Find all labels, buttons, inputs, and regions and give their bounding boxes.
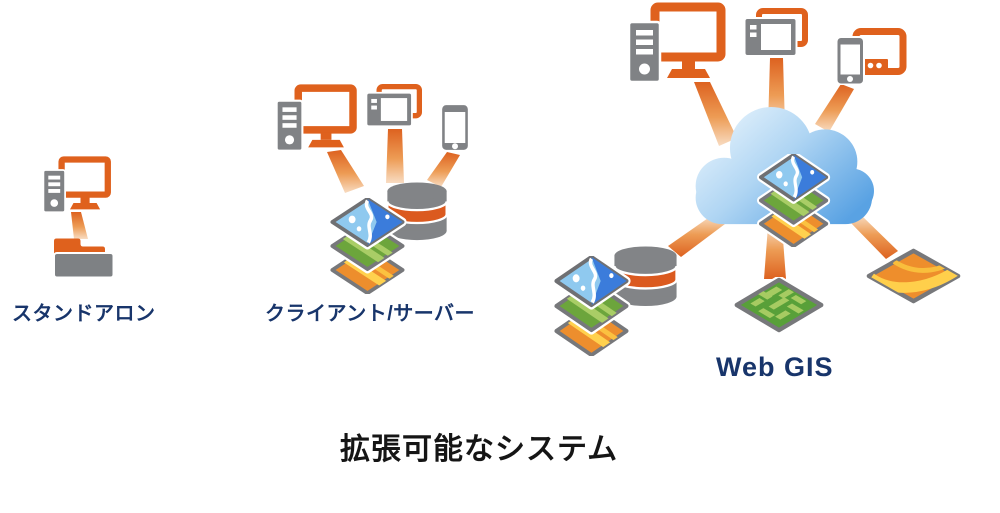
standalone-group [43, 160, 115, 279]
data-beam [815, 84, 854, 132]
data-beam [71, 212, 88, 239]
folder-icon [53, 237, 115, 279]
map-layers-icon [761, 155, 827, 246]
smartphone-icon [441, 104, 469, 151]
data-beam [327, 150, 364, 193]
client-server-group [277, 87, 469, 294]
map-tile-orange-icon [869, 251, 958, 301]
web-gis-label: Web GIS [716, 352, 834, 382]
data-beam [694, 82, 737, 146]
standalone-label: スタンドアロン [12, 303, 156, 325]
desktop-computer-icon [277, 88, 353, 150]
data-beam [849, 215, 898, 259]
smartphone-laptop-icon [837, 32, 904, 85]
desktop-computer-icon [43, 160, 107, 213]
desktop-computer-icon [629, 7, 721, 82]
web-gis-group [556, 7, 958, 355]
data-beam [427, 152, 460, 187]
data-beam [668, 216, 725, 257]
database-icon [386, 182, 448, 241]
data-beam [386, 129, 404, 183]
tablet-icon [366, 87, 419, 127]
map-layers-icon [332, 199, 403, 293]
diagram-title: 拡張可能なシステム [340, 433, 619, 466]
tablet-icon [745, 11, 806, 56]
map-tile-green-icon [737, 280, 822, 330]
map-layers-icon [556, 257, 627, 355]
client-server-label: クライアント/サーバー [265, 303, 476, 325]
